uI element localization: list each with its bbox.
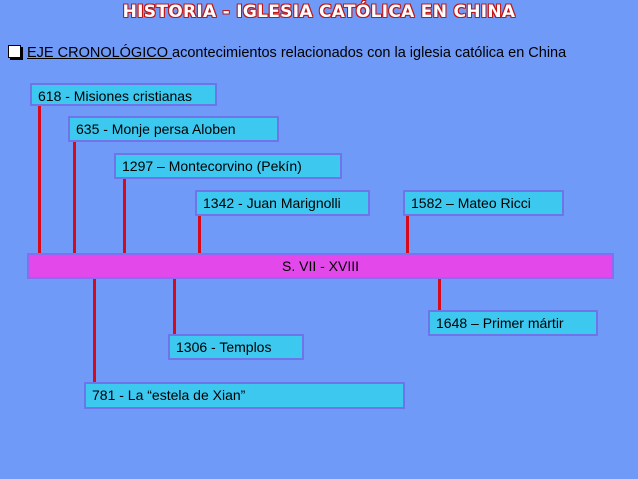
subtitle-underlined: EJE CRONOLÓGICO	[27, 45, 173, 61]
event-box-1342: 1342 - Juan Marignolli	[195, 190, 370, 216]
page-title: HISTORIA - IGLESIA CATÓLICA EN CHINA	[122, 2, 516, 22]
event-box-635: 635 - Monje persa Aloben	[68, 116, 279, 142]
event-box-781: 781 - La “estela de Xian”	[84, 382, 405, 409]
timeline-axis: S. VII - XVIII	[27, 253, 614, 279]
tick-618	[38, 103, 41, 254]
tick-1306	[173, 278, 176, 335]
tick-635	[73, 141, 76, 254]
tick-781	[93, 278, 96, 383]
tick-1342	[198, 215, 201, 254]
event-box-618: 618 - Misiones cristianas	[30, 83, 217, 106]
tick-1297	[123, 178, 126, 254]
subtitle-rest: acontecimientos relacionados con la igle…	[172, 45, 567, 61]
event-box-1306: 1306 - Templos	[168, 334, 304, 360]
checkbox-bullet-icon	[8, 45, 21, 58]
event-box-1582: 1582 – Mateo Ricci	[403, 190, 564, 216]
event-box-1297: 1297 – Montecorvino (Pekín)	[114, 153, 342, 179]
tick-1648	[438, 278, 441, 310]
tick-1582	[406, 215, 409, 254]
event-box-1648: 1648 – Primer mártir	[428, 310, 598, 336]
subtitle-line: EJE CRONOLÓGICO acontecimientos relacion…	[8, 45, 566, 61]
